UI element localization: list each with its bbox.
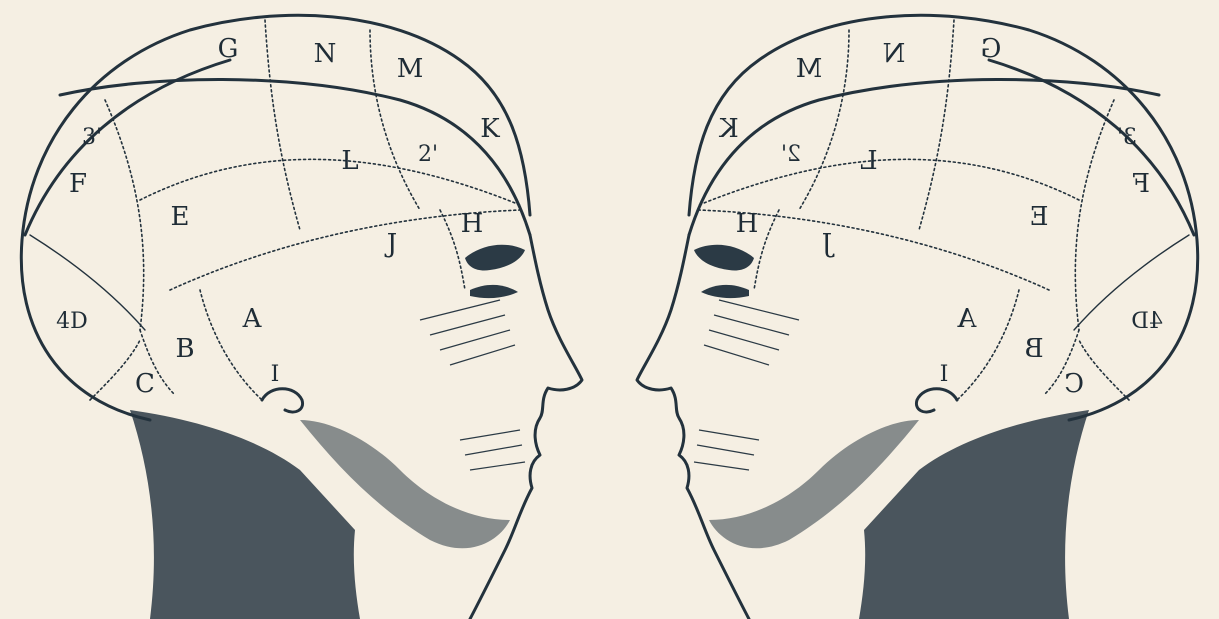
right-region-divider [919, 20, 954, 230]
left-label-H: H [461, 209, 484, 239]
right-region-divider [699, 159, 1079, 205]
left-cap-line-2 [25, 60, 230, 235]
right-label-K: K [719, 114, 739, 144]
right-label-J: J [822, 229, 835, 259]
left-label-N: N [314, 39, 337, 69]
right-label-2p: 2' [781, 142, 801, 167]
right-label-G: G [981, 34, 1002, 64]
right-label-F: F [1132, 169, 1150, 199]
left-eyebrow [465, 245, 525, 271]
right-region-divider [1079, 340, 1129, 400]
right-face-hatching [694, 300, 799, 470]
right-label-N: N [883, 39, 906, 69]
right-eye [701, 285, 749, 298]
left-region-divider [265, 20, 300, 230]
left-region-divider [90, 340, 140, 400]
right-label-I: I [940, 362, 949, 387]
left-label-F: F [69, 169, 87, 199]
right-label-A: A [956, 304, 977, 334]
left-label-3p: 3' [82, 125, 102, 150]
right-label-C: C [1064, 369, 1084, 399]
left-label-E: E [171, 202, 190, 232]
right-head-mirrored: G N M K 3' 2' L F E H J A 4D B C I [637, 15, 1198, 619]
right-label-E: E [1030, 202, 1049, 232]
left-label-I: I [271, 362, 280, 387]
left-label-2p: 2' [418, 142, 438, 167]
right-label-3p: 3' [1117, 125, 1137, 150]
left-label-B: B [175, 334, 194, 364]
left-label-M: M [397, 54, 424, 84]
left-label-J: J [384, 229, 397, 259]
left-head: G N M K 3' 2' L F E H J A 4D B C I [21, 15, 582, 619]
left-region-divider [140, 159, 520, 205]
left-face-hatching [420, 300, 525, 470]
left-label-A: A [242, 304, 263, 334]
left-label-K: K [480, 114, 500, 144]
right-ear [916, 389, 957, 412]
right-label-4D: 4D [1131, 309, 1163, 334]
right-label-B: B [1024, 334, 1043, 364]
left-label-L: L [341, 146, 358, 176]
left-label-G: G [218, 34, 239, 64]
left-label-C: C [135, 369, 155, 399]
right-label-M: M [796, 54, 823, 84]
right-eyebrow [694, 245, 754, 271]
right-cap-line-2 [989, 60, 1194, 235]
right-label-H: H [736, 209, 759, 239]
left-skull-outline [21, 15, 530, 420]
left-label-4D: 4D [56, 309, 88, 334]
right-skull-outline [689, 15, 1198, 420]
left-eye [470, 285, 518, 298]
right-label-L: L [860, 146, 877, 176]
left-ear [262, 389, 303, 412]
